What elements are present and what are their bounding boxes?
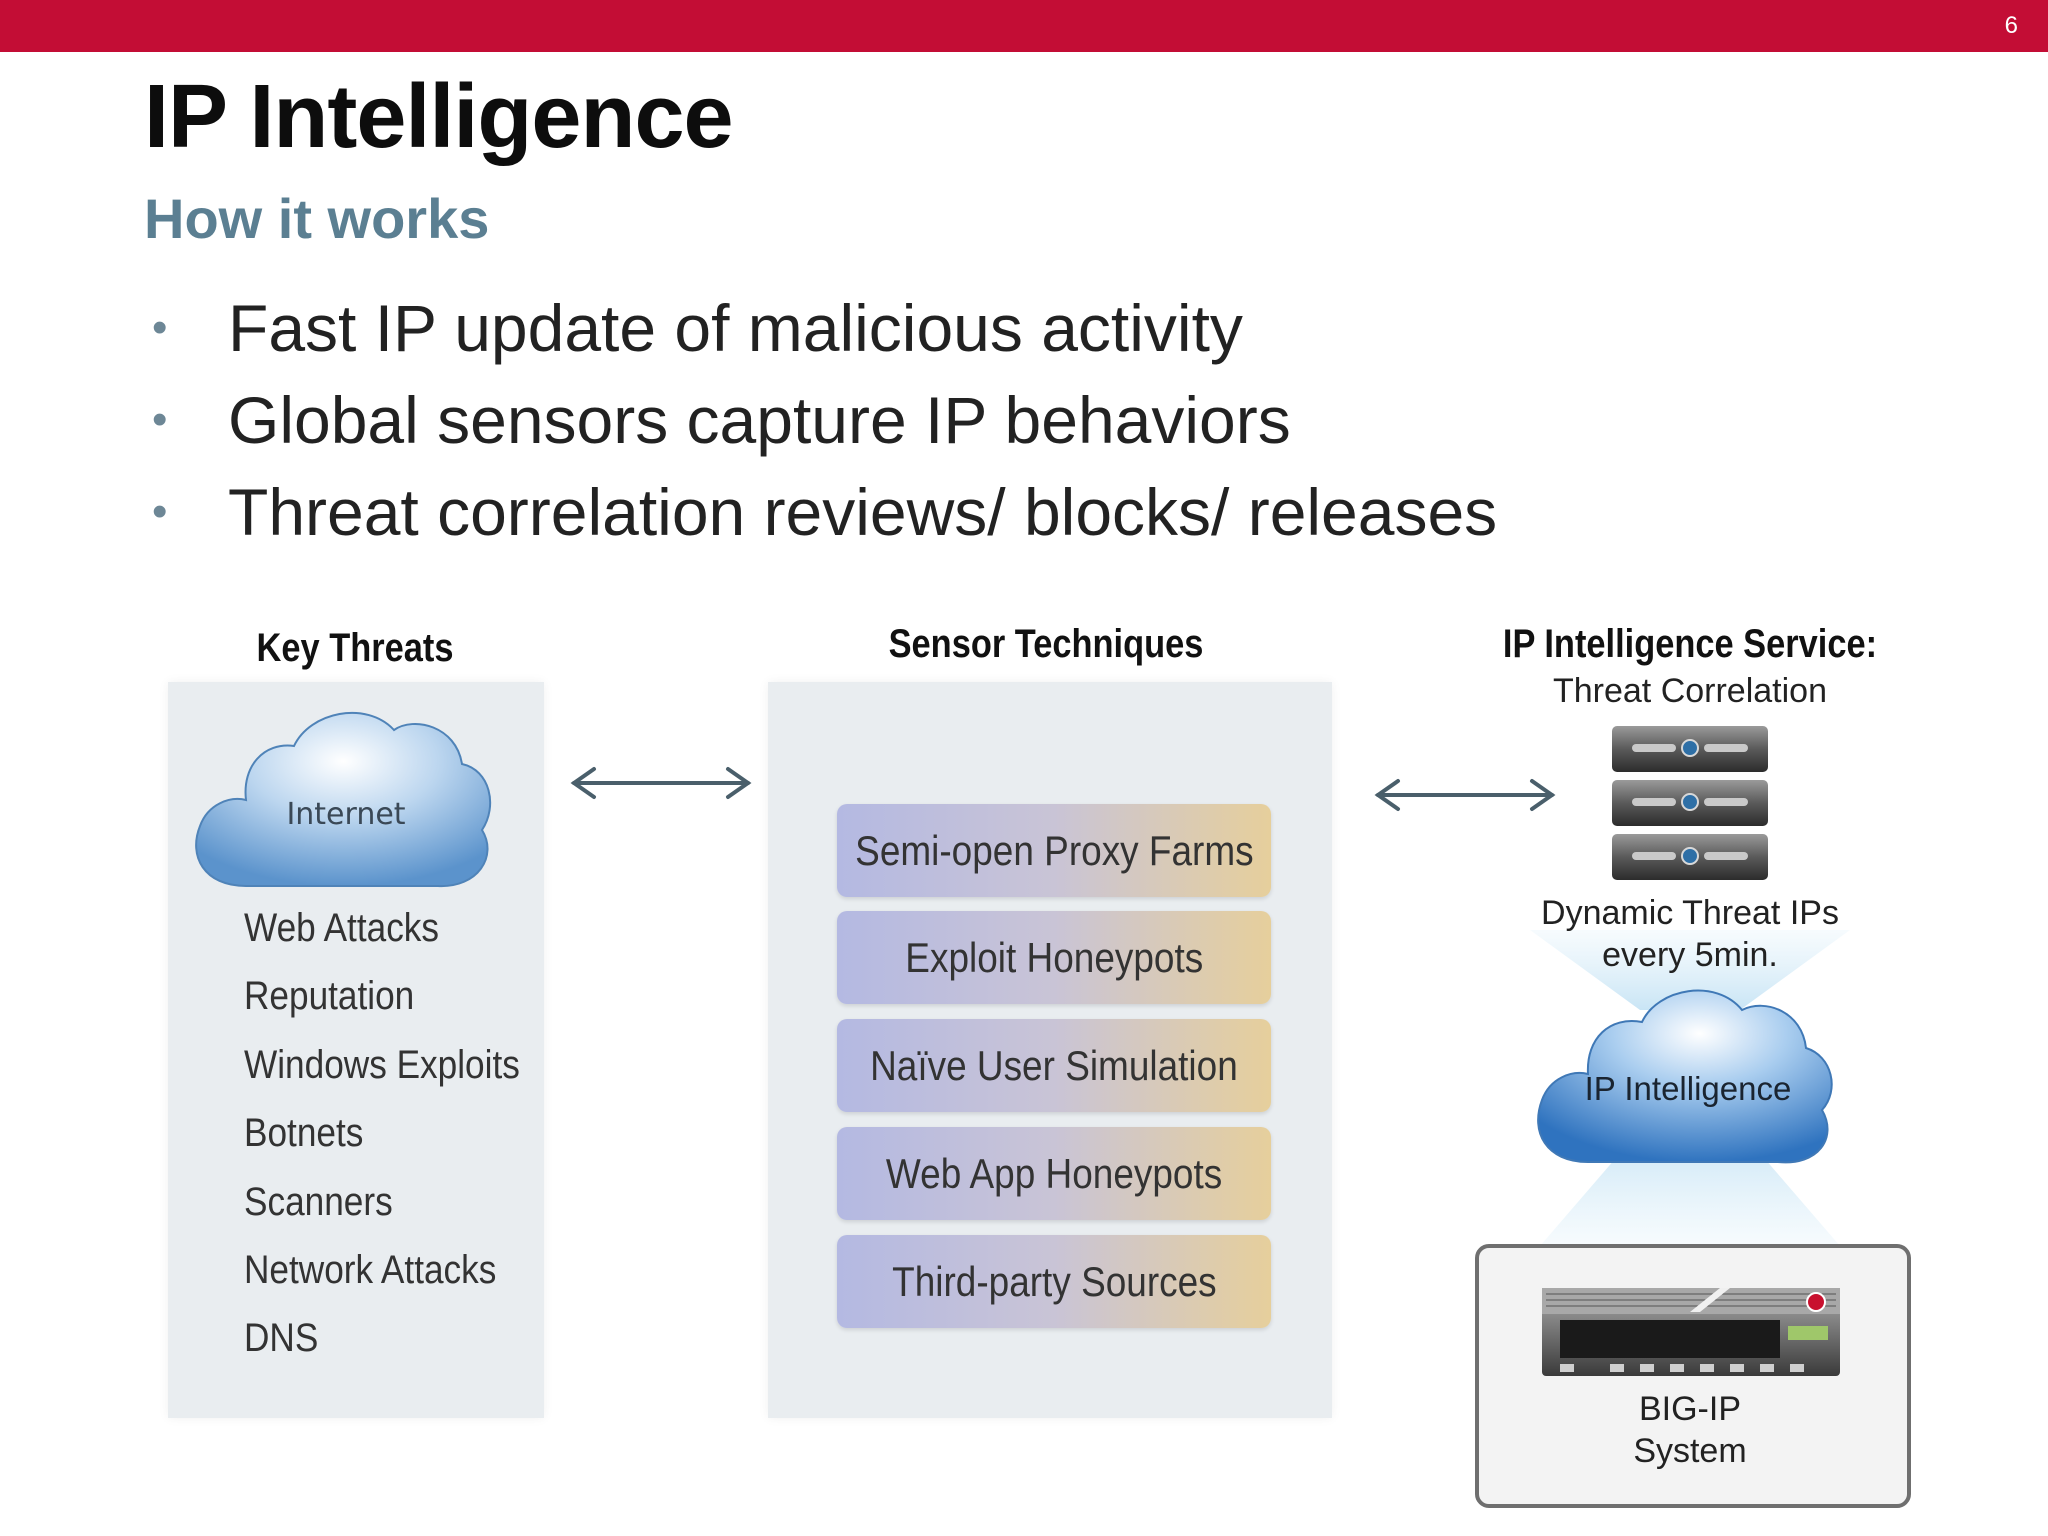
technique-box: Web App Honeypots xyxy=(837,1127,1271,1220)
threat-item: Windows Exploits xyxy=(244,1043,520,1087)
threat-item: Reputation xyxy=(244,974,415,1018)
header-bar xyxy=(0,0,2048,52)
bullet-dot-icon: • xyxy=(152,395,168,444)
feed-caption: Dynamic Threat IPs every 5min. xyxy=(1541,894,1839,974)
sensor-techniques-heading: Sensor Techniques xyxy=(888,622,1204,666)
slide-subtitle: How it works xyxy=(144,187,490,250)
internet-cloud-icon: Internet xyxy=(195,711,492,888)
bullet-dot-icon: • xyxy=(152,303,168,352)
internet-cloud-label: Internet xyxy=(286,797,405,832)
ip-intelligence-cloud-icon: IP Intelligence xyxy=(1537,989,1833,1164)
technique-box: Third-party Sources xyxy=(837,1235,1271,1328)
slide-title: IP Intelligence xyxy=(144,67,734,167)
threat-item: Web Attacks xyxy=(244,906,440,950)
bullet-list: •Fast IP update of malicious activity •G… xyxy=(148,286,1497,562)
double-arrow-icon xyxy=(570,767,752,799)
service-subheading: Threat Correlation xyxy=(1552,672,1827,710)
bullet-dot-icon: • xyxy=(152,487,168,536)
bullet-item: •Global sensors capture IP behaviors xyxy=(148,378,1497,470)
bullet-item: •Threat correlation reviews/ blocks/ rel… xyxy=(148,470,1497,562)
key-threats-heading: Key Threats xyxy=(256,626,454,670)
bigip-appliance-icon xyxy=(1542,1288,1840,1376)
service-heading: IP Intelligence Service: xyxy=(1502,622,1878,666)
ip-intelligence-cloud-label: IP Intelligence xyxy=(1585,1070,1792,1107)
technique-box: Semi-open Proxy Farms xyxy=(837,804,1271,897)
double-arrow-icon xyxy=(1374,779,1556,811)
technique-box: Exploit Honeypots xyxy=(837,911,1271,1004)
bigip-caption: BIG-IP System xyxy=(1633,1390,1747,1470)
page-number: 6 xyxy=(2004,12,2018,39)
threat-item: Botnets xyxy=(244,1111,364,1155)
bullet-item: •Fast IP update of malicious activity xyxy=(148,286,1497,378)
threat-item: DNS xyxy=(244,1316,319,1360)
threat-item: Network Attacks xyxy=(244,1248,497,1292)
server-rack-icon xyxy=(1612,726,1768,880)
technique-box: Naïve User Simulation xyxy=(837,1019,1271,1112)
threat-item: Scanners xyxy=(244,1180,393,1224)
